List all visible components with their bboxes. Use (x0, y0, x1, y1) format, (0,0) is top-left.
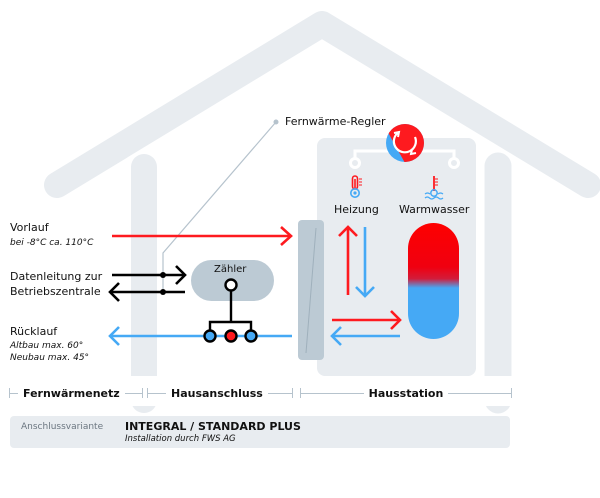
datenleitung-title-1: Datenleitung zur (10, 270, 103, 283)
section-tick (142, 388, 143, 398)
section-tick (147, 388, 148, 398)
variant-box: Anschlussvariante INTEGRAL / STANDARD PL… (10, 416, 510, 448)
hot-water-tank-icon[interactable] (408, 223, 459, 339)
variant-key: Anschlussvariante (21, 422, 104, 432)
section-rule (267, 392, 292, 394)
regler-label: Fernwärme-Regler (285, 115, 386, 128)
section-label: Hausstation (368, 386, 444, 400)
regler-port-left (349, 157, 361, 169)
regler-leader-dot (273, 119, 279, 125)
ruecklauf-line (108, 326, 292, 346)
warmwasser-circuit (330, 310, 402, 346)
vorlauf-line (112, 226, 293, 246)
variant-title: INTEGRAL / STANDARD PLUS (125, 420, 301, 433)
section-tick (9, 388, 10, 398)
heizung-circuit (338, 225, 375, 298)
regler-port-right (448, 157, 460, 169)
vorlauf-note: bei -8°C ca. 110°C (10, 238, 94, 248)
section-label: Hausanschluss (171, 386, 263, 400)
meter-label: Zähler (214, 264, 247, 275)
house-outline (44, 11, 600, 414)
section-tick (300, 388, 301, 398)
thermometer-water-icon (424, 176, 444, 200)
heizung-label: Heizung (334, 203, 379, 216)
ruecklauf-note-1: Altbau max. 60° (10, 341, 84, 351)
section-rule (124, 392, 142, 394)
ruecklauf-note-2: Neubau max. 45° (10, 353, 90, 363)
vorlauf-title: Vorlauf (10, 221, 49, 234)
section-hausanschluss: Hausanschluss (147, 384, 293, 402)
house-wall-mask (120, 376, 520, 406)
section-tick (292, 388, 293, 398)
section-fernwaermenetz: Fernwärmenetz (9, 384, 143, 402)
section-rule (10, 392, 18, 394)
house-roof (44, 11, 600, 198)
controller-cycle-icon[interactable] (370, 100, 450, 190)
regler-leader-line (162, 121, 277, 292)
heat-exchanger-icon[interactable] (298, 220, 324, 360)
section-label: Fernwärmenetz (23, 386, 120, 400)
section-rule (448, 392, 511, 394)
thermometer-icon (349, 175, 362, 199)
variant-subtitle: Installation durch FWS AG (125, 434, 236, 444)
section-rule (148, 392, 166, 394)
ruecklauf-title: Rücklauf (10, 325, 58, 338)
datenleitung-title-2: Betriebszentrale (10, 285, 101, 298)
section-tick (511, 388, 512, 398)
meter-icon[interactable] (191, 260, 274, 343)
section-rule (301, 392, 364, 394)
datenleitung-lines (108, 265, 187, 302)
warmwasser-label: Warmwasser (399, 203, 470, 216)
section-hausstation: Hausstation (300, 384, 512, 402)
